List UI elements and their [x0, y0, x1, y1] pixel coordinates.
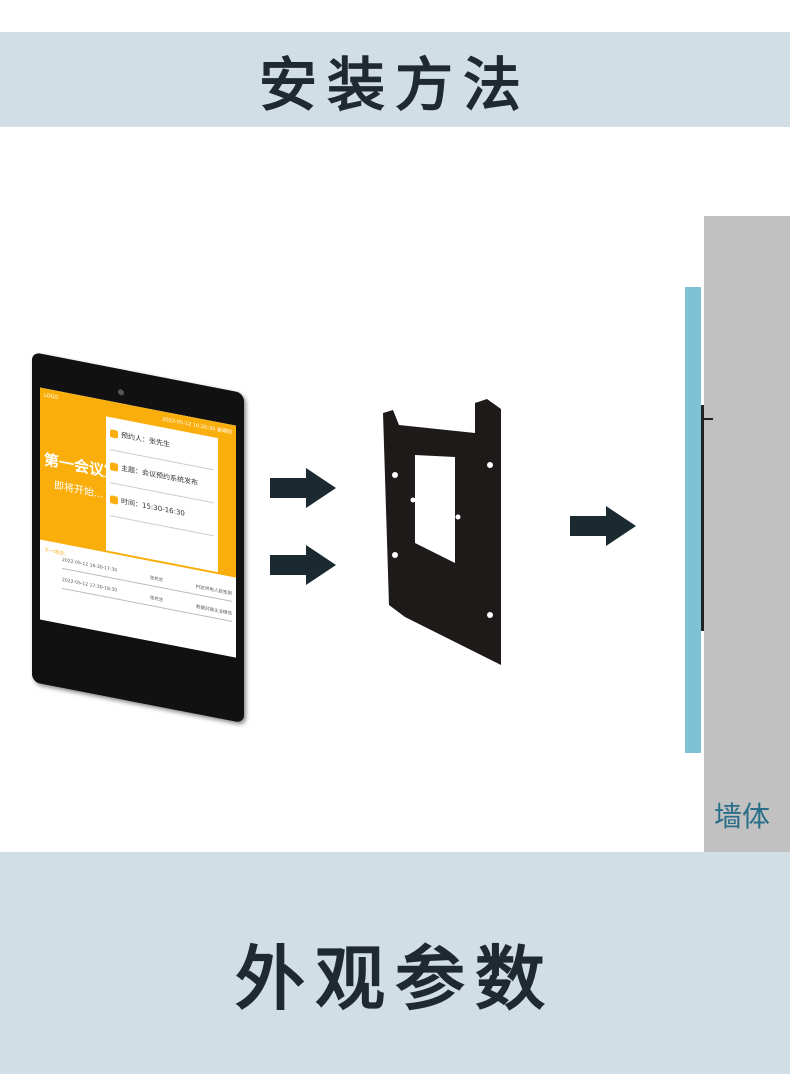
topic: 主题：会议预约系统发布: [121, 464, 198, 488]
clock-icon: [110, 495, 118, 505]
camera: [118, 388, 124, 396]
wall-label: 墙体: [714, 800, 771, 833]
arrow-right-icon: [570, 506, 636, 546]
section-footer: 外观参数: [0, 852, 790, 1074]
booker: 预约人：张先生: [121, 431, 170, 449]
arrow-right-icon: [270, 468, 336, 508]
section-header: 安装方法: [0, 32, 790, 127]
mounting-bracket: [383, 399, 501, 665]
arrow-right-icon: [270, 545, 336, 585]
wall-mounted-panel: [685, 287, 701, 753]
footer-title: 外观参数: [235, 937, 555, 1020]
header-title: 安装方法: [258, 50, 531, 119]
next-label: 下一场次:: [44, 547, 66, 558]
user-icon: [110, 429, 118, 439]
document-icon: [110, 462, 118, 472]
room-status: 即将开始...: [54, 480, 104, 501]
wall: [704, 216, 790, 852]
time: 时间：15:30-16:30: [121, 497, 185, 518]
logo: LOGO: [44, 392, 59, 402]
tablet-device: LOGO 2022-05-12 10:20:30 星期四 第一会议室 即将开始.…: [32, 352, 244, 724]
room-panel: LOGO 2022-05-12 10:20:30 星期四 第一会议室 即将开始.…: [40, 387, 236, 578]
tablet-screen: LOGO 2022-05-12 10:20:30 星期四 第一会议室 即将开始.…: [40, 387, 236, 658]
bracket-side: [701, 405, 704, 631]
meeting-card: 预约人：张先生 主题：会议预约系统发布 时间：15:30-16:30: [106, 416, 218, 573]
screw: [704, 418, 713, 420]
